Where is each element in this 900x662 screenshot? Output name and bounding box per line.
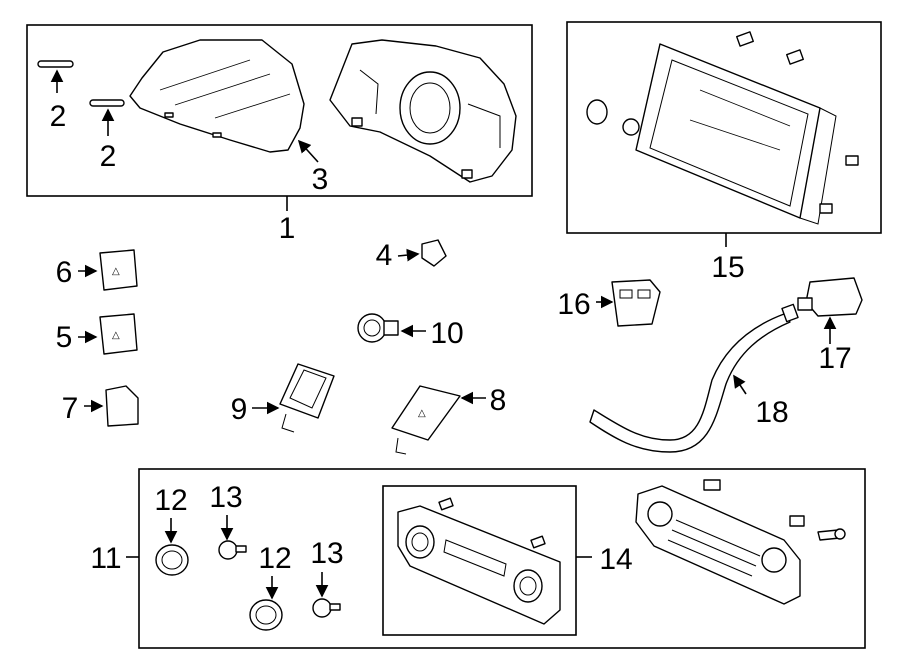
callout-7: 7: [62, 392, 79, 425]
instrument-cluster-box: [26, 24, 533, 197]
callout-4: 4: [376, 239, 393, 272]
callout-8: 8: [490, 384, 507, 417]
climate-panel-front-14[interactable]: [397, 497, 561, 625]
callout-12b: 12: [258, 542, 291, 575]
callout-17: 17: [818, 342, 851, 375]
clip-4[interactable]: [397, 239, 447, 267]
callout-6: 6: [56, 256, 73, 289]
switch-6-glyph: △: [112, 266, 120, 277]
callout-1: 1: [279, 212, 296, 245]
callout-2a: 2: [50, 100, 67, 133]
callout-13a: 13: [209, 481, 242, 514]
display-screen-15[interactable]: [586, 31, 859, 225]
cap-13a[interactable]: [218, 515, 247, 560]
climate-control-box: [138, 468, 866, 649]
climate-panel-rear[interactable]: [635, 479, 846, 605]
callout-18: 18: [755, 396, 788, 429]
display-unit-box: [566, 21, 882, 234]
callout-5: 5: [56, 321, 73, 354]
climate-panel-box: [382, 485, 577, 636]
callout-13b: 13: [310, 537, 343, 570]
switch-5-glyph: △: [112, 330, 120, 341]
cluster-pointer-2a[interactable]: [37, 60, 74, 93]
knob-12b[interactable]: [249, 576, 283, 631]
cluster-housing[interactable]: [329, 39, 517, 183]
usb-cable-18[interactable]: [589, 303, 799, 453]
switch-5[interactable]: △: [78, 313, 138, 355]
callout-16: 16: [557, 288, 590, 321]
knob-10[interactable]: [357, 313, 426, 343]
callout-11: 11: [90, 542, 121, 575]
cluster-pointer-2b[interactable]: [89, 99, 125, 136]
callout-12a: 12: [154, 484, 187, 517]
blank-cover-7[interactable]: [84, 385, 139, 427]
callout-14: 14: [599, 543, 632, 576]
callout-3: 3: [312, 163, 329, 196]
cap-13b[interactable]: [312, 572, 341, 618]
callout-10: 10: [430, 317, 463, 350]
switch-8-glyph: △: [418, 408, 426, 419]
window-switch-9[interactable]: [252, 363, 335, 433]
window-switch-8[interactable]: △: [391, 385, 486, 455]
switch-6[interactable]: △: [78, 249, 138, 291]
callout-15: 15: [711, 251, 744, 284]
connector-17[interactable]: [797, 277, 863, 344]
callout-2b: 2: [100, 140, 117, 173]
knob-12a[interactable]: [155, 518, 189, 576]
cluster-lens-3[interactable]: [129, 39, 319, 163]
switch-16[interactable]: [596, 279, 661, 327]
callout-9: 9: [231, 393, 248, 426]
